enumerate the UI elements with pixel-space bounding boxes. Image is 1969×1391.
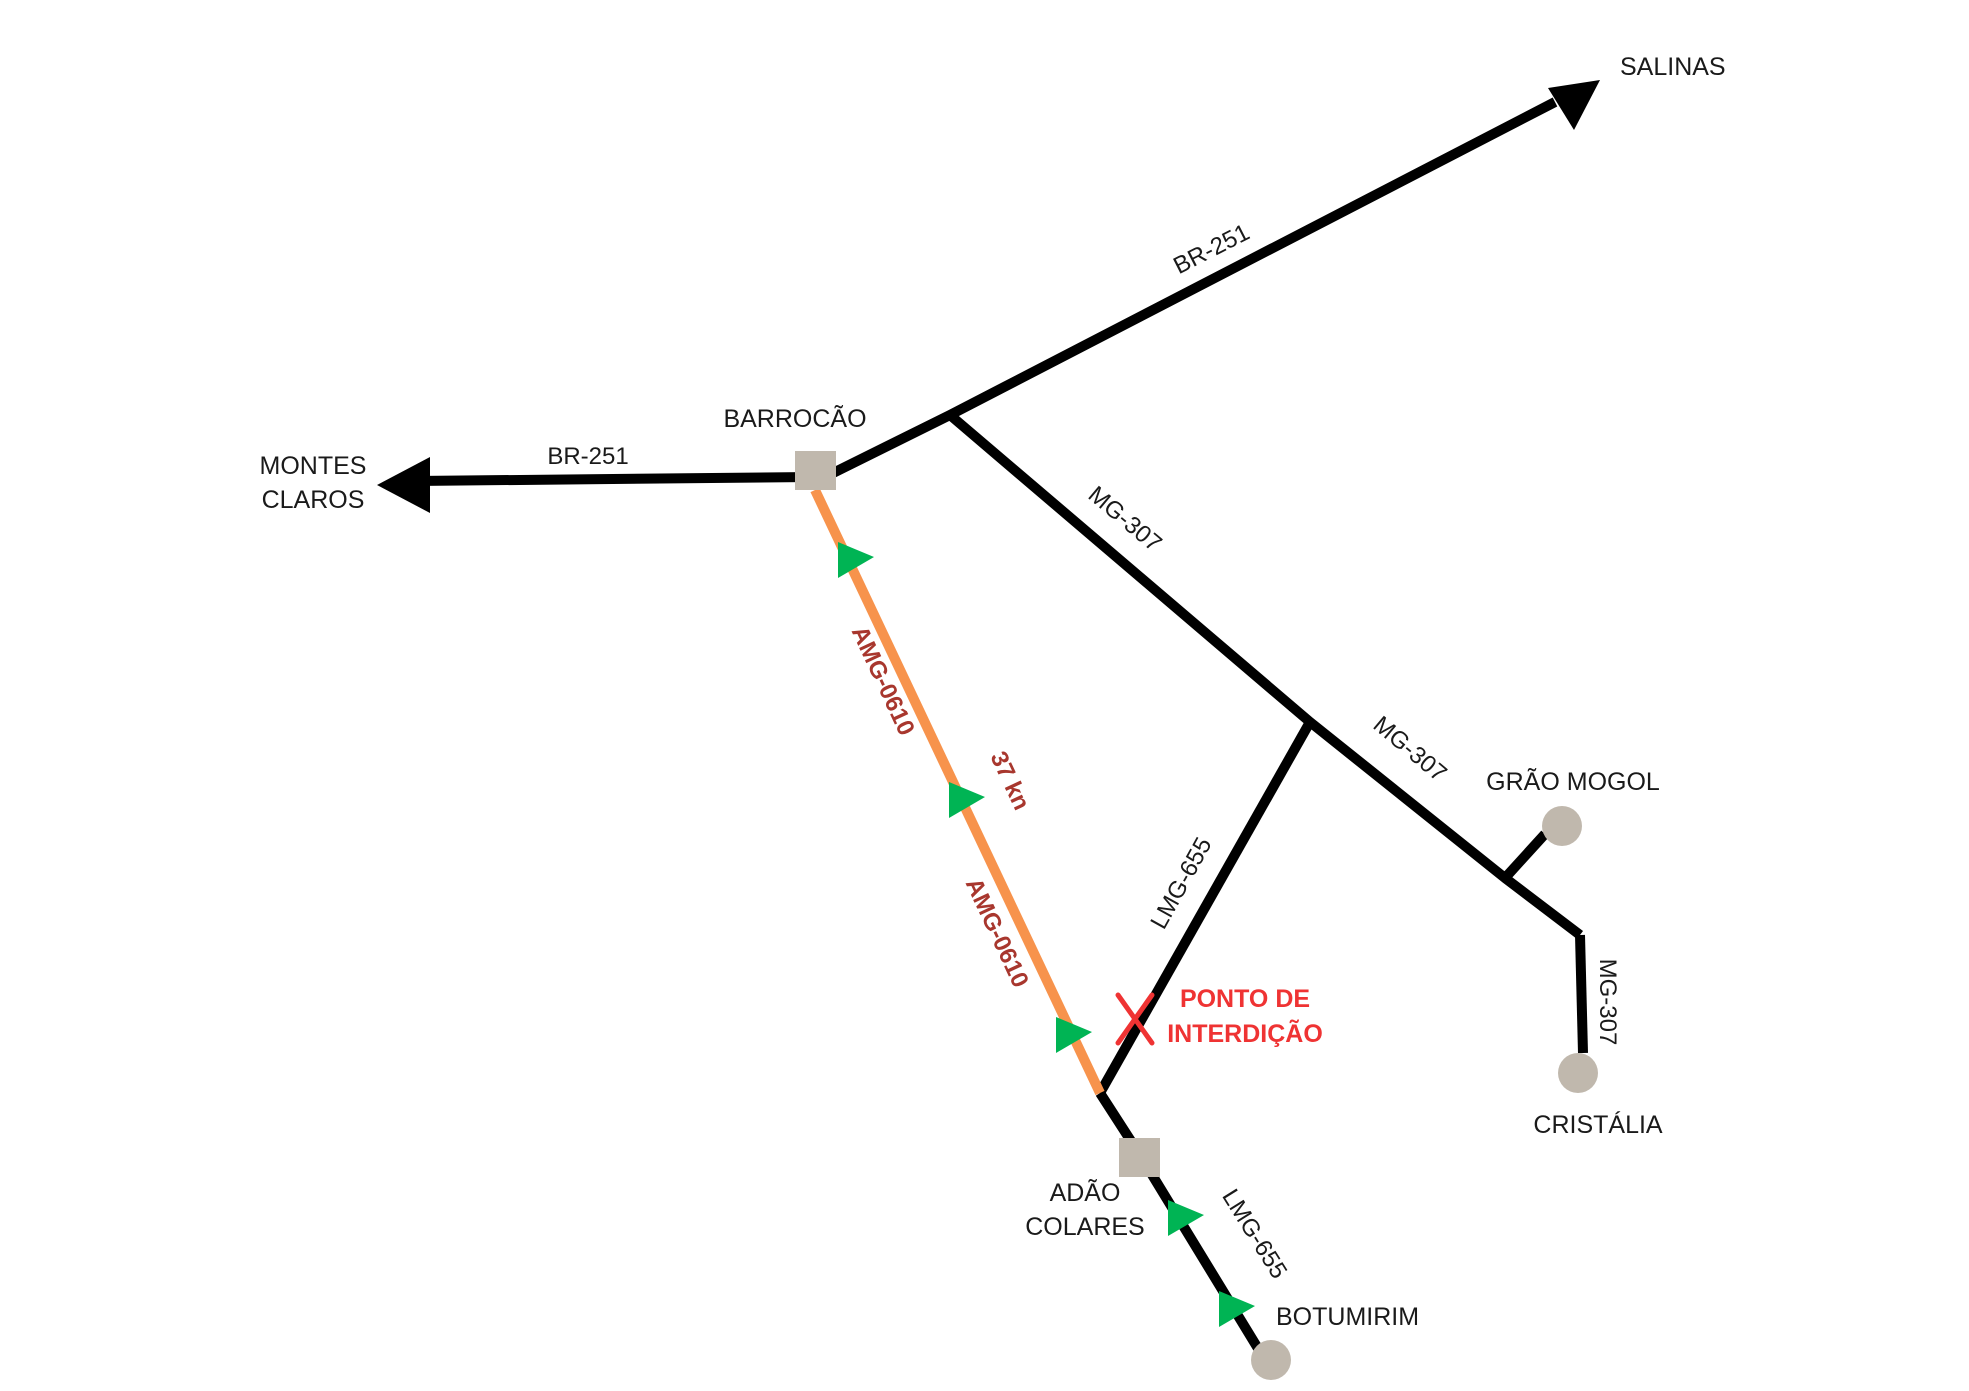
barrocao-label: BARROCÃO bbox=[723, 404, 866, 433]
lmg655-north-label: LMG-655 bbox=[1145, 833, 1217, 934]
mg307-south-label: MG-307 bbox=[1594, 959, 1621, 1046]
br251-east-road bbox=[822, 97, 1558, 482]
direction-arrow-icon bbox=[1056, 1017, 1092, 1053]
br251-east-label: BR-251 bbox=[1169, 219, 1254, 280]
adao-colares-label-line1: ADÃO bbox=[1050, 1178, 1121, 1207]
roads bbox=[414, 97, 1588, 1358]
cristalia-marker bbox=[1558, 1053, 1598, 1093]
direction-arrow-icon bbox=[1168, 1200, 1204, 1236]
direction-arrow-icon bbox=[838, 542, 874, 578]
barrocao-marker bbox=[795, 451, 836, 490]
lmg655-north-road bbox=[1095, 719, 1315, 1096]
br251-west-road bbox=[414, 472, 813, 486]
br251-west-label: BR-251 bbox=[547, 443, 628, 470]
salinas-label: SALINAS bbox=[1620, 53, 1726, 81]
cristalia-label: CRISTÁLIA bbox=[1533, 1110, 1663, 1139]
montes-claros-label-line1: MONTES bbox=[260, 452, 367, 480]
arrow-to-salinas-icon bbox=[1548, 80, 1600, 130]
botumirim-marker bbox=[1251, 1340, 1291, 1380]
grao-mogol-label: GRÃO MOGOL bbox=[1486, 767, 1660, 796]
direction-arrow-icon bbox=[1219, 1291, 1255, 1327]
x-mark-icon bbox=[1115, 992, 1155, 1046]
arrow-to-montes-claros-icon bbox=[377, 457, 430, 513]
closure-label-line1: PONTO DE bbox=[1180, 985, 1310, 1013]
detour-distance-label: 37 kn bbox=[985, 747, 1035, 814]
grao-mogol-spur-road bbox=[1501, 830, 1549, 882]
mg307-road bbox=[946, 411, 1584, 939]
adao-colares-marker bbox=[1119, 1138, 1160, 1177]
montes-claros-label-line2: CLAROS bbox=[262, 486, 365, 514]
mg307-upper-label: MG-307 bbox=[1083, 481, 1167, 557]
direction-arrows bbox=[838, 542, 1255, 1327]
direction-arrow-icon bbox=[949, 782, 985, 818]
closure-label-line2: INTERDIÇÃO bbox=[1167, 1018, 1323, 1048]
botumirim-label: BOTUMIRIM bbox=[1276, 1303, 1419, 1331]
lmg655-south-label: LMG-655 bbox=[1216, 1184, 1292, 1283]
adao-colares-label-line2: COLARES bbox=[1025, 1213, 1144, 1241]
grao-mogol-marker bbox=[1542, 806, 1582, 846]
mg307-south-road bbox=[1575, 934, 1588, 1054]
